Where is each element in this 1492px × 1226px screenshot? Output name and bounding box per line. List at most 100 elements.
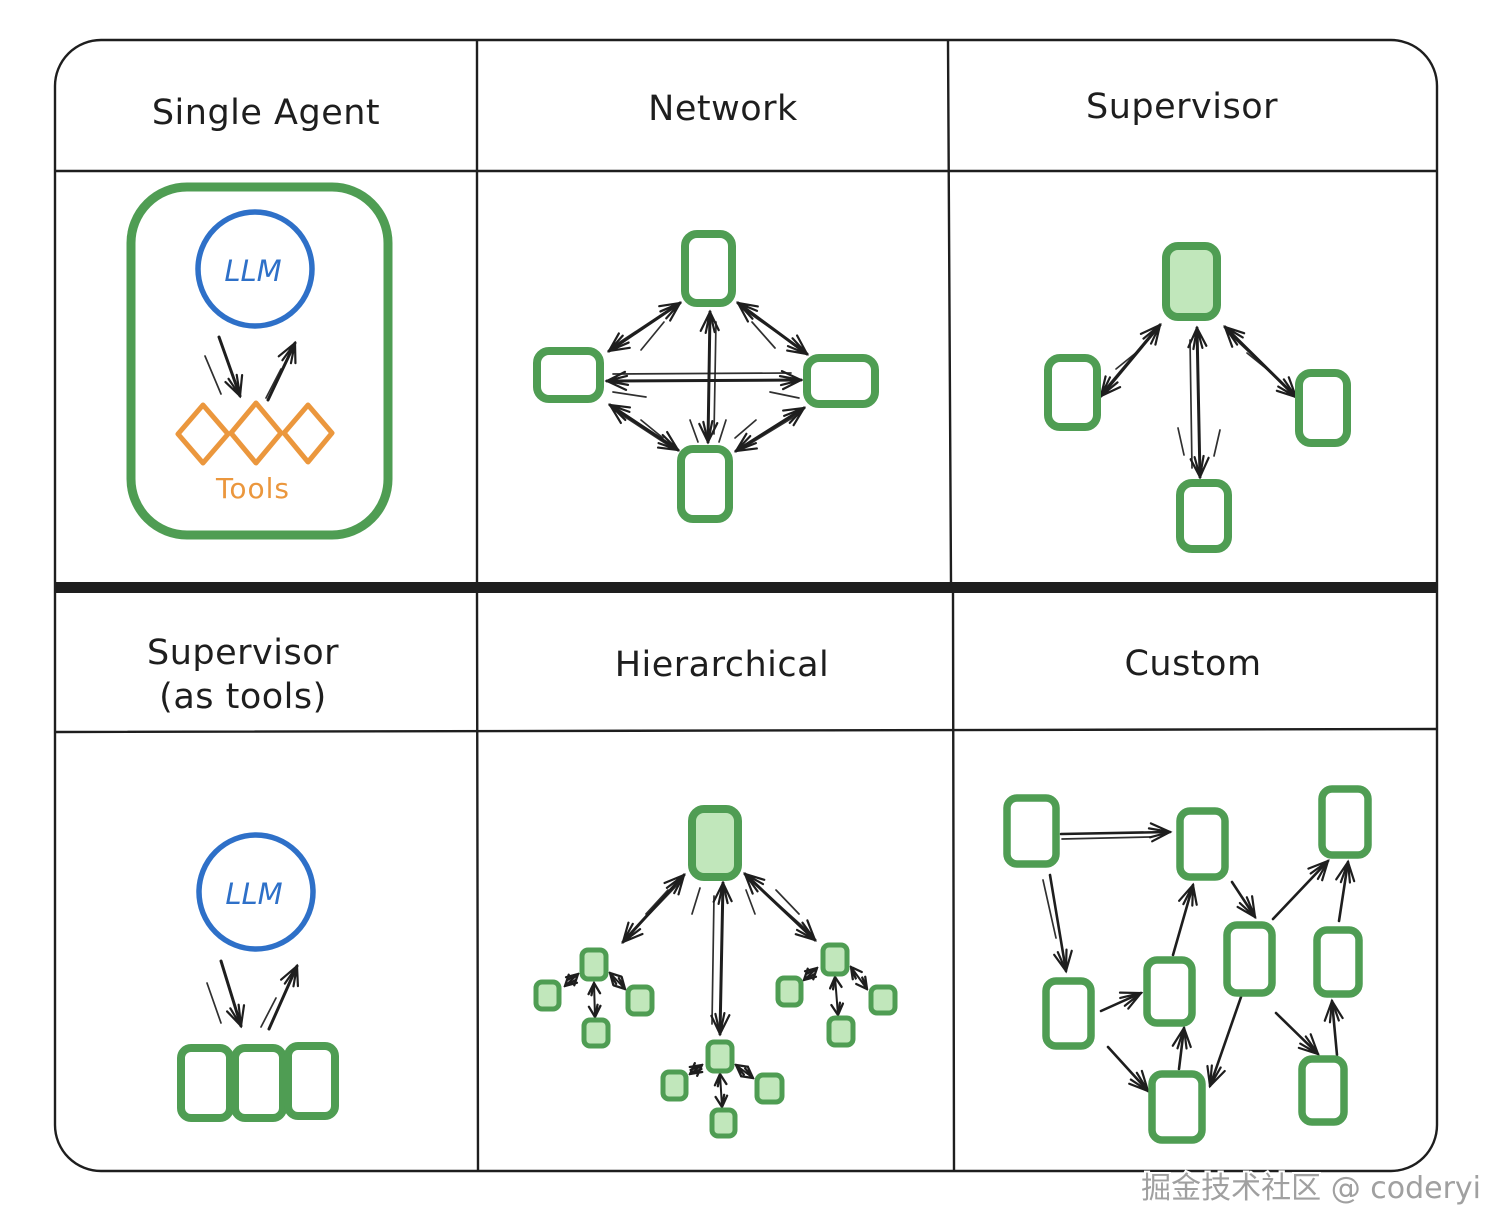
bottom-header-divider xyxy=(54,727,1438,734)
agent-node xyxy=(1318,785,1372,859)
agent-node xyxy=(231,1044,287,1122)
table-grid xyxy=(53,38,1439,1173)
agent-node xyxy=(1223,921,1276,997)
arrow xyxy=(1274,1011,1320,1056)
arrow xyxy=(1171,882,1198,957)
supervisor-node xyxy=(1162,242,1221,321)
team-supervisor-node xyxy=(579,947,609,982)
panel-custom: Custom xyxy=(1003,644,1372,1144)
panel-hierarchical: Hierarchical xyxy=(533,645,898,1139)
sketch-stroke xyxy=(265,368,282,399)
watermark-text: 掘金技术社区 @ coderyi xyxy=(1141,1171,1481,1206)
agent-node xyxy=(660,1069,689,1102)
panel-supervisor-as-tools: Supervisor (as tools) LLM xyxy=(147,633,339,1122)
arrow xyxy=(1106,1045,1150,1093)
agent-node xyxy=(1298,1055,1348,1126)
top-column-divider-2 xyxy=(946,39,953,585)
agent-node xyxy=(1042,977,1095,1050)
sketch-stroke xyxy=(635,879,683,929)
llm-label: LLM xyxy=(224,254,281,288)
sketch-stroke xyxy=(1229,333,1290,391)
agent-node xyxy=(826,1015,856,1048)
arrow xyxy=(1206,995,1243,1089)
sketch-stroke xyxy=(1106,330,1155,388)
sketch-stroke xyxy=(751,321,776,349)
sketch-stroke xyxy=(718,419,727,443)
network-edges xyxy=(604,301,810,453)
sketch-stroke xyxy=(616,308,671,345)
arrow xyxy=(1099,991,1144,1013)
arrow xyxy=(1323,998,1344,1057)
panel-title-network: Network xyxy=(648,89,798,129)
arrow xyxy=(594,983,595,1017)
team-left xyxy=(533,947,655,1049)
hierarchical-main-edges xyxy=(621,872,817,1037)
agent-node xyxy=(677,445,733,523)
bottom-column-divider-1 xyxy=(475,591,480,1172)
arrow xyxy=(621,873,686,944)
agent-node xyxy=(581,1017,611,1049)
arrow-llm-to-agents xyxy=(219,959,246,1029)
agent-node xyxy=(1003,794,1060,868)
arrow xyxy=(720,1074,722,1107)
arrow xyxy=(604,369,804,392)
arrow-llm-to-tools xyxy=(217,335,244,399)
agent-node xyxy=(1176,479,1232,553)
sketch-stroke xyxy=(1115,351,1138,370)
arrow xyxy=(733,406,807,453)
llm-circle xyxy=(195,209,315,329)
agent-node xyxy=(1148,1070,1206,1144)
agent-node xyxy=(1295,369,1351,447)
sketch-stroke xyxy=(1061,836,1151,840)
panel-title-custom: Custom xyxy=(1124,644,1261,684)
panel-title-hierarchical: Hierarchical xyxy=(615,645,830,685)
agent-node xyxy=(625,984,655,1017)
sketch-stroke xyxy=(612,391,647,398)
arrow xyxy=(610,973,625,989)
arrow xyxy=(804,968,817,980)
panel-title-supervisor-as-tools-line1: Supervisor xyxy=(147,633,339,673)
arrow xyxy=(1271,859,1330,921)
agent-node xyxy=(1044,354,1101,431)
sketch-stroke xyxy=(734,419,757,439)
arrow xyxy=(1230,880,1257,920)
arrow xyxy=(736,1065,753,1078)
sketch-stroke xyxy=(640,321,665,351)
sketch-stroke xyxy=(260,997,277,1028)
arrow xyxy=(710,880,733,1037)
agent-node xyxy=(1176,807,1229,881)
arrow xyxy=(690,1065,702,1074)
panel-single-agent: Single Agent LLM Tools xyxy=(126,93,393,540)
sketch-stroke xyxy=(744,309,797,347)
sketch-stroke xyxy=(775,889,800,915)
team-supervisor-node xyxy=(705,1039,735,1074)
sketch-stroke xyxy=(204,355,222,395)
arrow xyxy=(1171,1025,1192,1071)
table-separator-bar xyxy=(55,582,1437,593)
tool-diamond xyxy=(175,402,231,466)
sketch-stroke xyxy=(752,881,811,934)
sketch-stroke xyxy=(1246,352,1269,371)
agent-node xyxy=(1143,956,1196,1027)
sketch-stroke xyxy=(206,982,222,1024)
arrow-tools-to-llm xyxy=(266,340,297,402)
agent-node xyxy=(868,984,898,1016)
sketch-stroke xyxy=(612,372,792,375)
sketch-stroke xyxy=(1177,427,1185,456)
agent-node xyxy=(709,1107,738,1139)
panel-title-single-agent: Single Agent xyxy=(152,93,380,133)
agent-node xyxy=(533,347,604,403)
custom-edges xyxy=(1042,822,1356,1093)
arrow xyxy=(835,977,838,1015)
sketch-stroke xyxy=(1189,339,1193,469)
team-center xyxy=(660,1039,785,1139)
arrow-agents-to-llm xyxy=(267,963,300,1031)
tool-diamond xyxy=(281,402,335,465)
sketch-stroke xyxy=(745,889,756,915)
sketch-stroke xyxy=(742,414,798,449)
agent-node xyxy=(803,354,879,408)
sketch-stroke xyxy=(645,889,669,915)
team-right xyxy=(775,942,898,1048)
